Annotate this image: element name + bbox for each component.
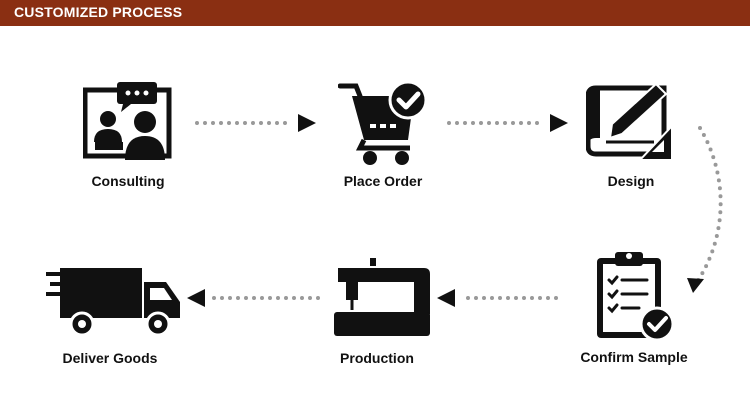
step-confirm-sample: Confirm Sample: [554, 248, 714, 368]
step-label-place-order: Place Order: [343, 173, 423, 189]
delivery-truck-icon: [46, 268, 180, 337]
consulting-icon: [83, 82, 172, 160]
design-blueprint-icon: [586, 82, 673, 161]
header-title: CUSTOMIZED PROCESS: [14, 4, 183, 20]
step-deliver-goods: Deliver Goods: [30, 258, 190, 378]
step-label-confirm-sample: Confirm Sample: [580, 349, 688, 365]
step-place-order: Place Order: [303, 80, 463, 200]
arrowhead-3: [687, 278, 704, 293]
arrowhead-5: [187, 289, 205, 307]
arrow-design-to-confirm: [695, 126, 723, 284]
step-label-deliver-goods: Deliver Goods: [62, 350, 158, 366]
step-design: Design: [551, 80, 711, 200]
step-production: Production: [297, 258, 457, 378]
step-label-production: Production: [340, 350, 414, 366]
step-label-consulting: Consulting: [91, 173, 165, 189]
clipboard-check-icon: [597, 252, 675, 342]
arrowhead-2: [550, 114, 568, 132]
step-label-design: Design: [607, 173, 655, 189]
cart-check-icon: [338, 80, 428, 165]
header-bar: CUSTOMIZED PROCESS: [0, 0, 750, 26]
sewing-machine-icon: [334, 258, 430, 336]
arrowhead-4: [437, 289, 455, 307]
step-consulting: Consulting: [48, 80, 208, 200]
arrowhead-1: [298, 114, 316, 132]
